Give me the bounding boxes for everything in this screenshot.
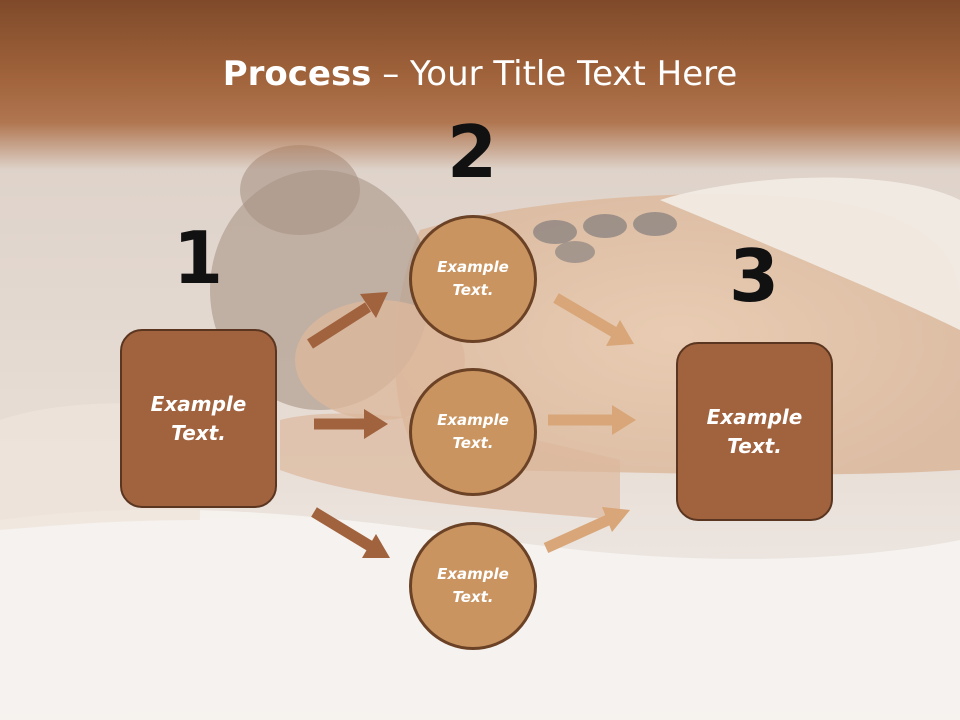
left-step-box-text: Example Text. [150, 391, 247, 445]
arrow-left-to-circle-1 [307, 292, 388, 349]
circle-node-3-text: Example Text. [437, 565, 509, 606]
title-rest: – Your Title Text Here [371, 54, 738, 94]
circle-node-1-text: Example Text. [437, 258, 509, 299]
circle-node-2[interactable]: Example Text. [409, 368, 537, 496]
right-step-box[interactable]: Example Text. [676, 342, 833, 521]
left-step-box[interactable]: Example Text. [120, 329, 277, 508]
circle-node-2-text: Example Text. [437, 411, 509, 452]
stone-1 [533, 220, 577, 244]
arrow-circle-1-to-right [553, 293, 634, 346]
stone-2 [583, 214, 627, 238]
sheet-shape [660, 177, 960, 330]
circle-node-1[interactable]: Example Text. [409, 215, 537, 343]
right-step-box-text: Example Text. [706, 404, 803, 458]
arrow-circle-3-to-right [543, 507, 630, 554]
title-strong: Process [222, 54, 372, 94]
step-number-2: 2 [446, 110, 498, 194]
arrow-left-to-circle-2 [314, 409, 388, 439]
title-band [0, 0, 960, 170]
arrow-circle-2-to-right [548, 405, 636, 435]
step-number-3: 3 [728, 234, 780, 318]
slide-title[interactable]: Process – Your Title Text Here [0, 52, 960, 96]
stone-4 [555, 241, 595, 263]
stone-3 [633, 212, 677, 236]
circle-node-3[interactable]: Example Text. [409, 522, 537, 650]
arrow-left-to-circle-3 [311, 507, 390, 558]
step-number-1: 1 [172, 216, 224, 300]
